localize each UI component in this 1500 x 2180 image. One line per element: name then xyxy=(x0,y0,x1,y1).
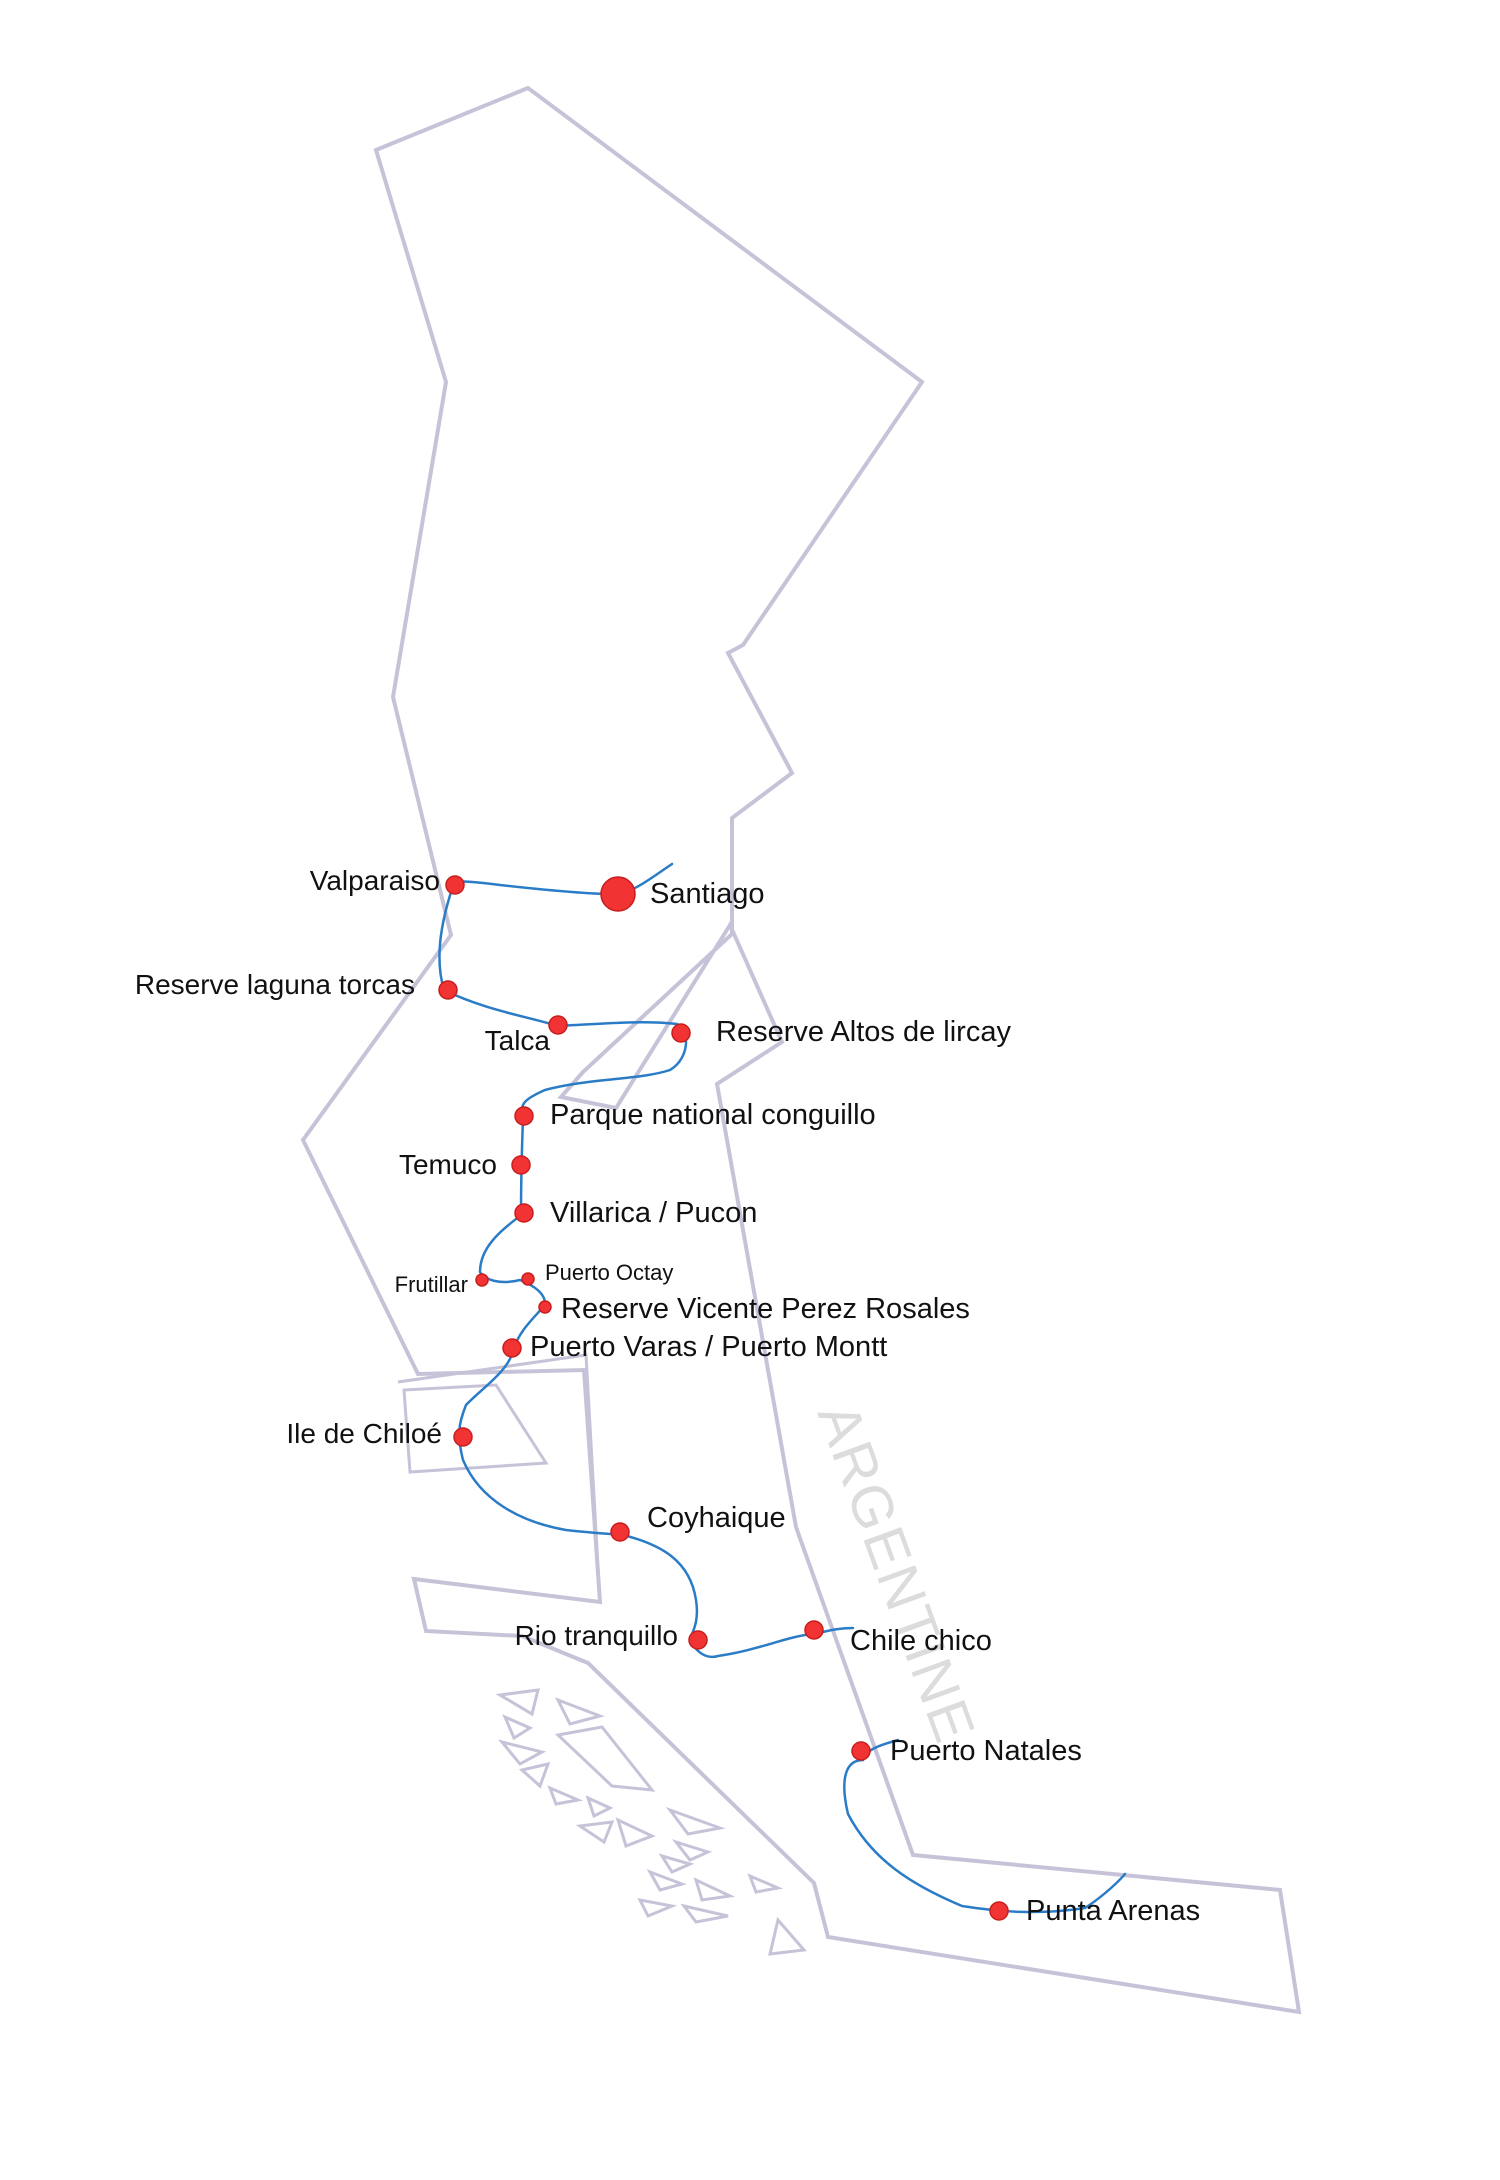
islet xyxy=(547,1785,584,1806)
islet xyxy=(680,1903,729,1924)
label-frutillar: Frutillar xyxy=(395,1272,468,1297)
label-villarica: Villarica / Pucon xyxy=(550,1197,757,1229)
stop-frutillar[interactable] xyxy=(475,1273,489,1287)
label-rio-tranquillo: Rio tranquillo xyxy=(515,1620,678,1651)
islet xyxy=(747,1873,784,1894)
stop-talca[interactable] xyxy=(548,1015,568,1035)
label-valparaiso: Valparaiso xyxy=(310,865,440,896)
route-labels: Valparaiso Santiago Reserve laguna torca… xyxy=(135,865,1200,1927)
label-puerto-octay: Puerto Octay xyxy=(545,1260,673,1285)
stop-puerto-natales[interactable] xyxy=(851,1741,871,1761)
islet xyxy=(646,1869,687,1892)
islet xyxy=(615,1817,656,1848)
stop-chiloe[interactable] xyxy=(453,1427,473,1447)
islet xyxy=(693,1877,736,1902)
label-coyhaique: Coyhaique xyxy=(647,1502,786,1534)
fjord-islets xyxy=(495,1688,807,1956)
stop-punta-arenas[interactable] xyxy=(989,1901,1009,1921)
islet xyxy=(575,1820,615,1845)
label-laguna-torcas: Reserve laguna torcas xyxy=(135,969,415,1000)
islet xyxy=(585,1795,614,1819)
islet xyxy=(637,1897,678,1918)
islet xyxy=(665,1806,726,1836)
label-talca: Talca xyxy=(485,1025,551,1056)
label-chile-chico: Chile chico xyxy=(850,1625,992,1657)
route-north xyxy=(438,862,855,1659)
country-label-argentine: ARGENTINE xyxy=(805,1395,988,1752)
stop-vicente-perez-rosales[interactable] xyxy=(538,1300,552,1314)
stop-temuco[interactable] xyxy=(511,1155,531,1175)
islet xyxy=(495,1688,540,1717)
stop-valparaiso[interactable] xyxy=(445,875,465,895)
islet xyxy=(554,1697,605,1726)
chiloe-inlet-outline xyxy=(402,1383,549,1474)
chiloe-island-outline xyxy=(397,1353,602,1632)
stop-coyhaique[interactable] xyxy=(610,1522,630,1542)
stop-altos-de-lircay[interactable] xyxy=(671,1023,691,1043)
chile-outline xyxy=(300,85,1302,2015)
islet xyxy=(502,1714,534,1741)
stop-rio-tranquillo[interactable] xyxy=(688,1630,708,1650)
stop-laguna-torcas[interactable] xyxy=(438,980,458,1000)
stop-santiago[interactable] xyxy=(600,876,636,912)
label-temuco: Temuco xyxy=(399,1149,497,1180)
stop-puerto-octay[interactable] xyxy=(521,1272,535,1286)
route-stops xyxy=(438,875,1009,1921)
islet xyxy=(518,1761,551,1789)
stop-conguillo[interactable] xyxy=(514,1106,534,1126)
label-vicente-perez-rosales: Reserve Vicente Perez Rosales xyxy=(561,1293,970,1325)
islet xyxy=(671,1839,713,1862)
label-puerto-varas: Puerto Varas / Puerto Montt xyxy=(530,1331,887,1363)
label-altos-de-lircay: Reserve Altos de lircay xyxy=(716,1016,1011,1048)
label-punta-arenas: Punta Arenas xyxy=(1026,1895,1200,1927)
islet xyxy=(658,1853,695,1874)
label-chiloe: Ile de Chiloé xyxy=(286,1418,442,1449)
islet xyxy=(497,1739,547,1766)
label-conguillo: Parque national conguillo xyxy=(550,1099,876,1131)
islet xyxy=(554,1725,656,1792)
stop-villarica[interactable] xyxy=(514,1203,534,1223)
stop-puerto-varas[interactable] xyxy=(502,1338,522,1358)
stop-chile-chico[interactable] xyxy=(804,1620,824,1640)
label-santiago: Santiago xyxy=(650,878,765,910)
label-puerto-natales: Puerto Natales xyxy=(890,1735,1082,1767)
islet xyxy=(768,1916,807,1956)
